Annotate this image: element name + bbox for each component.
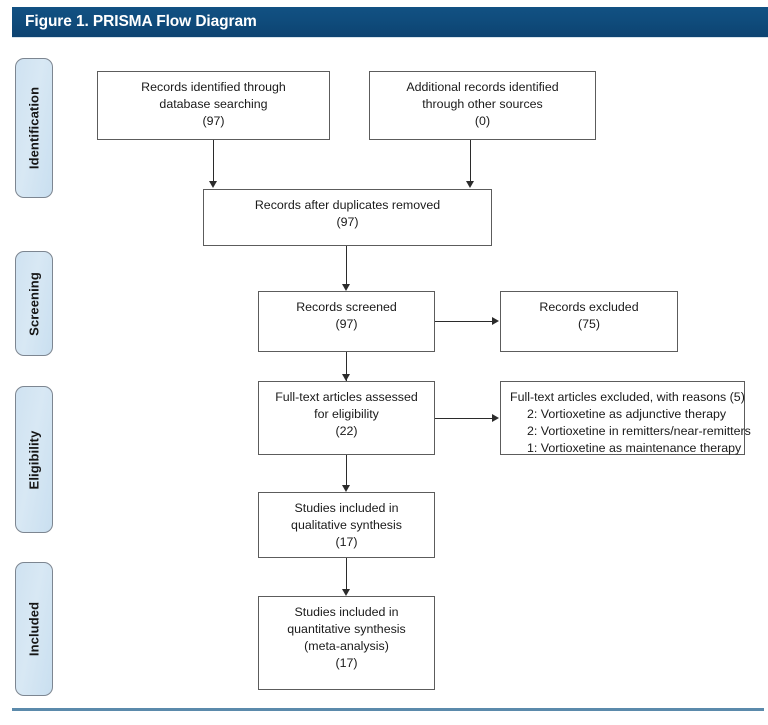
arrowhead-additional-to-duplicates bbox=[466, 181, 474, 188]
box-line: (0) bbox=[474, 114, 491, 128]
stage-label-identification: Identification bbox=[15, 58, 53, 198]
box-records-excluded: Records excluded (75) bbox=[500, 291, 678, 352]
box-text: Full-text articles assessed for eligibil… bbox=[259, 389, 434, 440]
connector-qualitative-to-quantitative bbox=[346, 558, 347, 590]
page-title: Figure 1. PRISMA Flow Diagram bbox=[25, 13, 257, 30]
connector-screened-to-fulltext bbox=[346, 352, 347, 381]
box-line: Additional records identified bbox=[406, 80, 559, 94]
box-records-screened: Records screened (97) bbox=[258, 291, 435, 352]
box-line: database searching bbox=[159, 97, 268, 111]
box-line: Records screened bbox=[296, 300, 397, 314]
box-text: Additional records identified through ot… bbox=[370, 79, 595, 130]
box-line: (22) bbox=[335, 424, 358, 438]
box-line: Full-text articles assessed bbox=[275, 390, 418, 404]
box-additional-records: Additional records identified through ot… bbox=[369, 71, 596, 140]
stage-label-screening: Screening bbox=[15, 251, 53, 356]
box-text: Studies included in quantitative synthes… bbox=[259, 604, 434, 672]
box-text: Records excluded (75) bbox=[501, 299, 677, 333]
arrowhead-qualitative-to-quantitative bbox=[342, 589, 350, 596]
box-fulltext-excluded: Full-text articles excluded, with reason… bbox=[500, 381, 751, 457]
box-line: Records excluded bbox=[539, 300, 639, 314]
box-line: Records identified through bbox=[141, 80, 286, 94]
box-line: (97) bbox=[335, 317, 358, 331]
box-line: Studies included in bbox=[294, 501, 399, 515]
box-qualitative-synthesis: Studies included in qualitative synthesi… bbox=[258, 492, 435, 558]
box-text: Studies included in qualitative synthesi… bbox=[259, 500, 434, 551]
stage-label-included: Included bbox=[15, 562, 53, 696]
stage-label-text: Eligibility bbox=[26, 430, 42, 489]
connector-additional-to-duplicates bbox=[470, 140, 471, 182]
connector-identified-to-duplicates bbox=[213, 140, 214, 182]
box-line: (17) bbox=[335, 535, 358, 549]
box-line: qualitative synthesis bbox=[291, 518, 402, 532]
box-line: Records after duplicates removed bbox=[254, 198, 441, 212]
box-line-heading: Full-text articles excluded, with reason… bbox=[510, 390, 745, 404]
figure-title-bar: Figure 1. PRISMA Flow Diagram bbox=[12, 7, 768, 37]
box-text: Records after duplicates removed (97) bbox=[204, 197, 491, 231]
arrowhead-identified-to-duplicates bbox=[209, 181, 217, 188]
box-line-reason: 1: Vortioxetine as maintenance therapy bbox=[527, 441, 742, 455]
box-line: through other sources bbox=[422, 97, 543, 111]
stage-label-eligibility: Eligibility bbox=[15, 386, 53, 533]
stage-label-text: Identification bbox=[26, 86, 42, 170]
figure-bottom-rule bbox=[12, 708, 764, 711]
box-text: Records screened (97) bbox=[259, 299, 434, 333]
arrowhead-screened-to-excluded bbox=[492, 317, 499, 325]
arrowhead-fulltext-to-excluded bbox=[492, 414, 499, 422]
box-line: quantitative synthesis bbox=[287, 622, 406, 636]
box-line: (97) bbox=[202, 114, 225, 128]
connector-fulltext-to-excluded bbox=[435, 418, 493, 419]
box-line: Studies included in bbox=[294, 605, 399, 619]
box-records-identified: Records identified through database sear… bbox=[97, 71, 330, 140]
box-line: (97) bbox=[336, 215, 359, 229]
box-line: (17) bbox=[335, 656, 358, 670]
box-line-reason: 2: Vortioxetine as adjunctive therapy bbox=[527, 407, 727, 421]
stage-label-text: Included bbox=[26, 601, 42, 657]
box-fulltext-assessed: Full-text articles assessed for eligibil… bbox=[258, 381, 435, 455]
arrowhead-screened-to-fulltext bbox=[342, 374, 350, 381]
box-line-reason: 2: Vortioxetine in remitters/near-remitt… bbox=[527, 424, 751, 438]
box-line: (meta-analysis) bbox=[304, 639, 389, 653]
connector-fulltext-to-qualitative bbox=[346, 455, 347, 486]
box-line: (75) bbox=[577, 317, 601, 331]
box-duplicates-removed: Records after duplicates removed (97) bbox=[203, 189, 492, 246]
connector-screened-to-excluded bbox=[435, 321, 493, 322]
arrowhead-fulltext-to-qualitative bbox=[342, 485, 350, 492]
box-line: for eligibility bbox=[314, 407, 379, 421]
arrowhead-duplicates-to-screened bbox=[342, 284, 350, 291]
box-text: Full-text articles excluded, with reason… bbox=[501, 389, 751, 457]
connector-duplicates-to-screened bbox=[346, 246, 347, 284]
box-quantitative-synthesis: Studies included in quantitative synthes… bbox=[258, 596, 435, 690]
box-text: Records identified through database sear… bbox=[98, 79, 329, 130]
stage-label-text: Screening bbox=[26, 271, 42, 336]
